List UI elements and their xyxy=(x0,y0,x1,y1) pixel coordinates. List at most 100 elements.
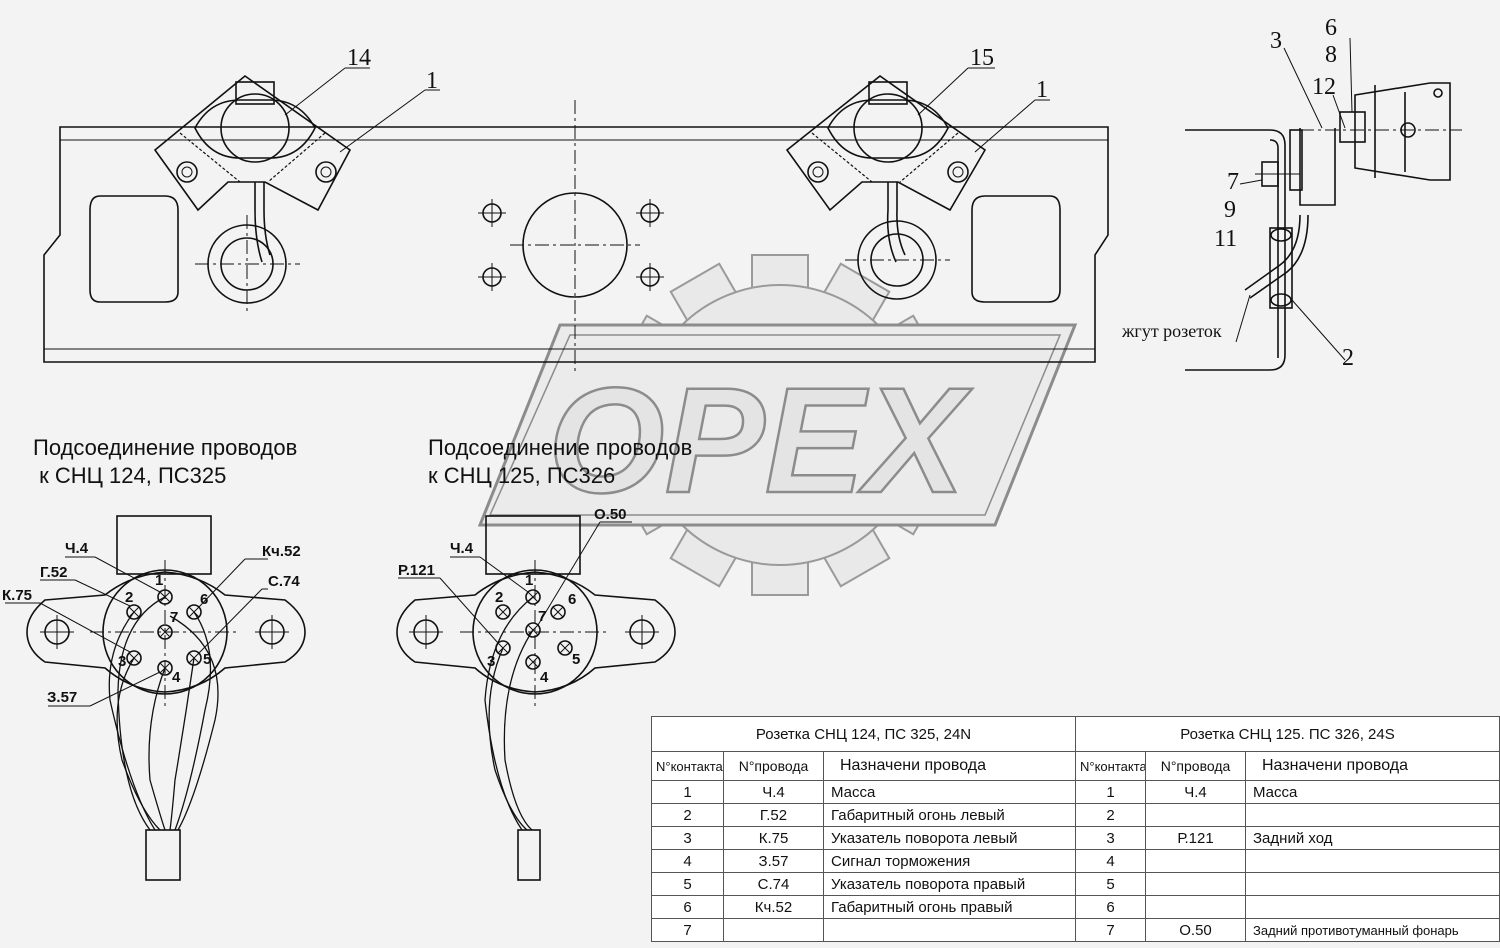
left-caption-line1: Подсоединение проводов xyxy=(33,435,297,460)
left-caption-line2: к СНЦ 124, ПС325 xyxy=(33,463,226,488)
right-pin-7: 7 xyxy=(538,608,546,625)
cell-purpose: Указатель поворота правый xyxy=(823,872,1076,896)
cell-wire xyxy=(1145,895,1246,919)
watermark-logo: OPEX xyxy=(477,254,1078,596)
table-header-row: N°контакта N°провода Назначени провода N… xyxy=(651,751,1500,781)
cell-purpose: Указатель поворота левый xyxy=(823,826,1076,850)
cell-contact: 1 xyxy=(1075,780,1146,804)
cell-purpose: Габаритный огонь правый xyxy=(823,895,1076,919)
table-row: 4 З.57 Сигнал торможения 4 xyxy=(651,849,1500,873)
table-row: 6 Кч.52 Габаритный огонь правый 6 xyxy=(651,895,1500,919)
cell-contact: 7 xyxy=(651,918,724,942)
cell-contact: 3 xyxy=(651,826,724,850)
callout-9: 9 xyxy=(1224,197,1236,223)
cell-wire: З.57 xyxy=(723,849,824,873)
callout-8: 8 xyxy=(1325,42,1337,68)
cell-contact: 6 xyxy=(651,895,724,919)
col-purpose-right: Назначени провода xyxy=(1244,751,1500,781)
cell-contact: 2 xyxy=(651,803,724,827)
right-pin-2: 2 xyxy=(495,589,503,606)
cell-wire: Ч.4 xyxy=(723,780,824,804)
cell-contact: 5 xyxy=(651,872,724,896)
cell-contact: 4 xyxy=(651,849,724,873)
table-row: 3 К.75 Указатель поворота левый 3 Р.121 … xyxy=(651,826,1500,850)
right-pin-5: 5 xyxy=(572,651,580,668)
callout-14: 14 xyxy=(347,45,371,71)
left-pin-6: 6 xyxy=(200,591,208,608)
col-contact-right: N°контакта xyxy=(1075,751,1146,781)
callout-6: 6 xyxy=(1325,15,1337,41)
cell-wire: К.75 xyxy=(723,826,824,850)
cell-purpose xyxy=(1244,895,1500,919)
table-row: 1 Ч.4 Масса 1 Ч.4 Масса xyxy=(651,780,1500,804)
cell-wire: Р.121 xyxy=(1145,826,1246,850)
callout-12: 12 xyxy=(1312,74,1336,100)
cell-wire: О.50 xyxy=(1145,918,1246,942)
callout-1-mid: 1 xyxy=(1036,77,1048,103)
socket-assembly-middle: 15 1 xyxy=(785,45,1050,300)
cell-contact: 6 xyxy=(1075,895,1146,919)
left-wire-label-z57: З.57 xyxy=(47,689,77,706)
col-purpose-left: Назначени провода xyxy=(823,751,1076,781)
watermark-text: OPEX xyxy=(548,356,973,524)
right-pin-4: 4 xyxy=(540,669,549,686)
cell-contact: 5 xyxy=(1075,872,1146,896)
callout-1-left: 1 xyxy=(426,68,438,94)
right-wire-label-r121: Р.121 xyxy=(398,562,435,579)
cell-contact: 2 xyxy=(1075,803,1146,827)
cell-purpose: Масса xyxy=(1244,780,1500,804)
left-socket-title: Розетка СНЦ 124, ПС 325, 24N xyxy=(651,716,1076,752)
callout-15: 15 xyxy=(970,45,994,71)
left-connector-pinout: 1 2 3 4 5 6 7 Ч.4 Г.52 К.75 З.57 Кч.52 С… xyxy=(2,515,306,881)
cell-purpose xyxy=(1244,803,1500,827)
cell-purpose: Задний противотуманный фонарь xyxy=(1244,918,1500,942)
right-wire-label-o50: О.50 xyxy=(594,506,627,523)
right-caption-line1: Подсоединение проводов xyxy=(428,435,692,460)
left-wire-label-s74: С.74 xyxy=(268,573,300,590)
col-contact-left: N°контакта xyxy=(651,751,724,781)
left-wire-label-g52: Г.52 xyxy=(40,564,67,581)
table-row: 5 С.74 Указатель поворота правый 5 xyxy=(651,872,1500,896)
cell-wire xyxy=(723,918,824,942)
left-pin-3: 3 xyxy=(118,653,126,670)
right-wire-label-ch4: Ч.4 xyxy=(450,540,474,557)
cell-wire: С.74 xyxy=(723,872,824,896)
table-row: 2 Г.52 Габаритный огонь левый 2 xyxy=(651,803,1500,827)
cell-wire xyxy=(1145,803,1246,827)
cell-contact: 4 xyxy=(1075,849,1146,873)
right-socket-title: Розетка СНЦ 125. ПС 326, 24S xyxy=(1074,716,1500,752)
left-pin-2: 2 xyxy=(125,589,133,606)
callout-2: 2 xyxy=(1342,345,1354,371)
left-wire-label-ch4: Ч.4 xyxy=(65,540,89,557)
cell-purpose: Задний ход xyxy=(1244,826,1500,850)
cell-wire: Ч.4 xyxy=(1145,780,1246,804)
callout-11: 11 xyxy=(1214,226,1237,252)
side-section-view: 3 6 8 12 7 9 11 2 жгут розеток xyxy=(1121,15,1462,371)
right-caption-line2: к СНЦ 125, ПС326 xyxy=(428,463,615,488)
pinout-table: Розетка СНЦ 124, ПС 325, 24N Розетка СНЦ… xyxy=(651,716,1500,942)
frame-crossmember xyxy=(43,100,1109,375)
cell-purpose xyxy=(1244,849,1500,873)
cell-purpose: Масса xyxy=(823,780,1076,804)
table-title-row: Розетка СНЦ 124, ПС 325, 24N Розетка СНЦ… xyxy=(651,716,1500,752)
harness-label: жгут розеток xyxy=(1121,321,1222,341)
left-pin-7: 7 xyxy=(170,609,178,626)
left-pin-1: 1 xyxy=(155,572,163,589)
cell-contact: 3 xyxy=(1075,826,1146,850)
cell-purpose xyxy=(823,918,1076,942)
callout-7: 7 xyxy=(1227,169,1239,195)
left-wire-label-kch52: Кч.52 xyxy=(262,543,301,560)
col-wire-right: N°провода xyxy=(1145,751,1246,781)
col-wire-left: N°провода xyxy=(723,751,824,781)
cell-purpose: Сигнал торможения xyxy=(823,849,1076,873)
cell-wire: Кч.52 xyxy=(723,895,824,919)
socket-assembly-left: 14 1 xyxy=(153,45,440,312)
cell-contact: 1 xyxy=(651,780,724,804)
cell-wire: Г.52 xyxy=(723,803,824,827)
cell-purpose xyxy=(1244,872,1500,896)
left-pin-4: 4 xyxy=(172,669,181,686)
right-pin-6: 6 xyxy=(568,591,576,608)
right-connector-pinout: 1 2 3 4 5 6 7 Ч.4 Р.121 О.50 xyxy=(396,506,676,881)
cell-wire xyxy=(1145,872,1246,896)
